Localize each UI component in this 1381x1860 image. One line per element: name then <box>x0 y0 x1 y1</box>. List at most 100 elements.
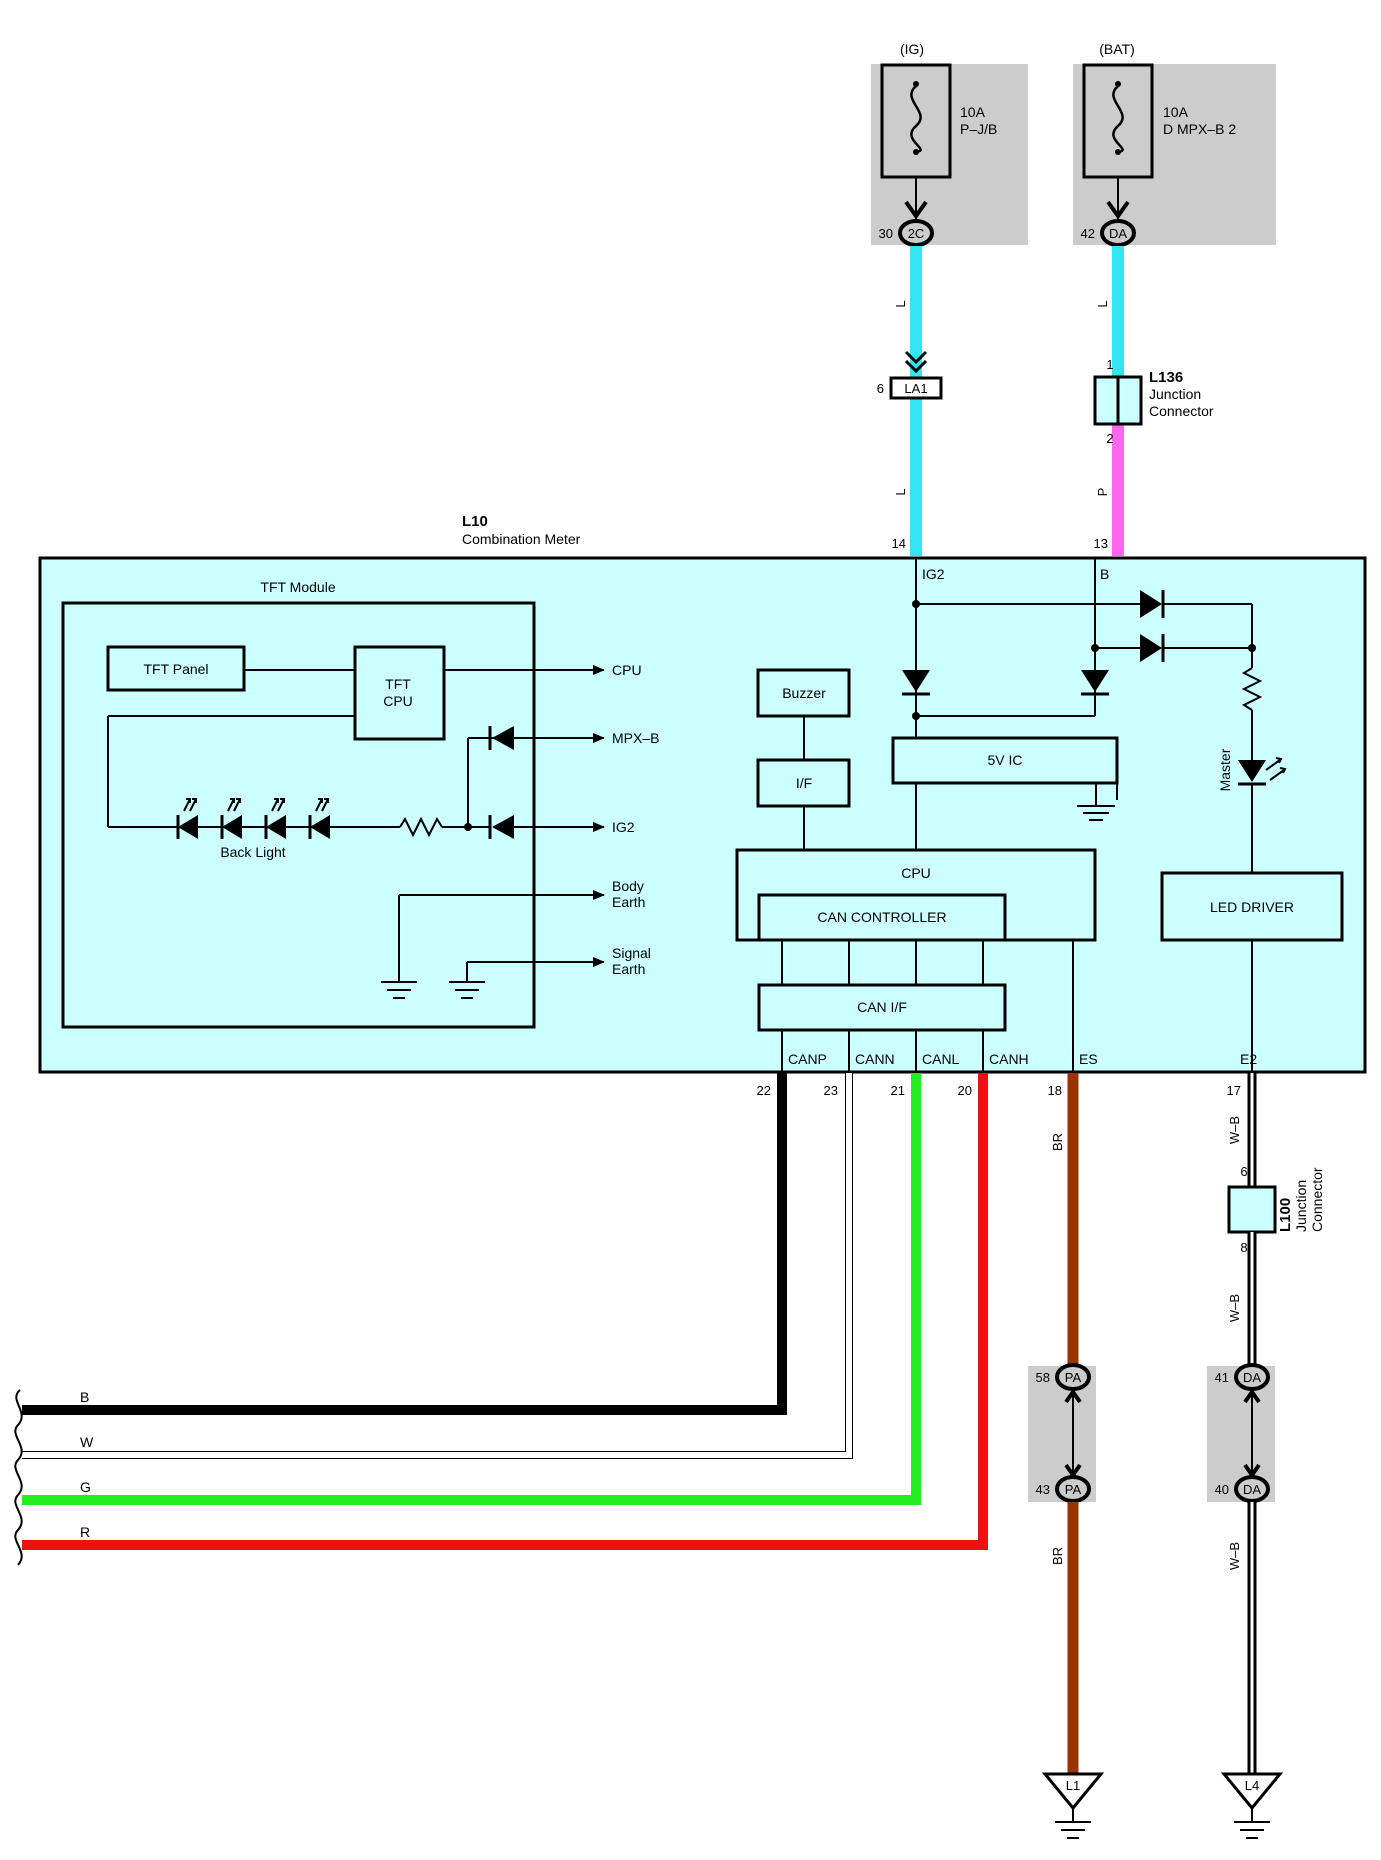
wire-code-br-2: BR <box>1050 1547 1065 1565</box>
wire-code-br-1: BR <box>1050 1133 1065 1151</box>
tft-module <box>61 601 536 1029</box>
body-earth-1: Body <box>612 878 644 894</box>
pin-58: 58 <box>1036 1370 1050 1385</box>
pin-41: 41 <box>1215 1370 1229 1385</box>
connector-la1-label: LA1 <box>904 381 927 396</box>
wire-code-b: B <box>80 1389 89 1405</box>
fuse-ig-symbol <box>910 85 922 154</box>
ground-l1-icon <box>1041 1772 1105 1811</box>
pin-l136-1: 1 <box>1106 357 1113 372</box>
wire-code-l-3: L <box>1095 300 1110 307</box>
pin-21: 21 <box>891 1083 905 1098</box>
connector-da-top <box>1100 219 1136 247</box>
tft-panel-label: TFT Panel <box>143 661 208 677</box>
connector-la1 <box>889 376 943 400</box>
led-2 <box>220 798 242 839</box>
l100-id: L100 <box>1277 1198 1294 1232</box>
fuse-bat-rating: 10A <box>1163 104 1189 120</box>
can-controller <box>757 893 1007 942</box>
fuse-box-bat <box>1073 64 1276 245</box>
connector-da-40 <box>1234 1475 1270 1503</box>
body-earth-ground-icon <box>381 981 417 999</box>
wire-w-outline <box>22 1073 853 1459</box>
meter-name: Combination Meter <box>462 531 581 547</box>
wire-break-icon <box>14 1389 23 1566</box>
wire-ig: L L LA1 6 <box>877 246 943 556</box>
led-1 <box>176 798 198 839</box>
led-3 <box>264 798 286 839</box>
pin-30: 30 <box>879 226 893 241</box>
back-light-label: Back Light <box>220 844 285 860</box>
fuse-bat-symbol <box>1112 85 1124 154</box>
fuse-ig-rating: 10A <box>960 104 986 120</box>
terminal-canl: CANL <box>922 1051 960 1067</box>
diode-top-2 <box>1140 634 1162 662</box>
pin-14: 14 <box>892 536 906 551</box>
diode-ig2-rail <box>902 670 930 692</box>
signal-earth-ground-icon <box>449 981 485 999</box>
if-label: I/F <box>796 775 812 791</box>
wire-bat: L P 1 2 L136 Junction Connector <box>1093 246 1214 556</box>
ic-5v <box>891 736 1119 785</box>
terminal-cann: CANN <box>855 1051 895 1067</box>
tft-module-label: TFT Module <box>260 579 335 595</box>
wire-w <box>22 1073 852 1458</box>
pin-43: 43 <box>1036 1482 1050 1497</box>
main-cpu-label: CPU <box>901 865 931 881</box>
terminal-canp: CANP <box>788 1051 827 1067</box>
wire-code-wb-1: W–B <box>1227 1116 1242 1144</box>
wire-code-l-2: L <box>893 488 908 495</box>
wire-g <box>22 1073 921 1505</box>
connector-da-label: DA <box>1109 226 1127 241</box>
can-if-label: CAN I/F <box>857 999 907 1015</box>
pin-18: 18 <box>1048 1083 1062 1098</box>
wire-es: 18 BR PA 58 PA 43 BR L1 <box>1028 1073 1105 1839</box>
pin-20: 20 <box>958 1083 972 1098</box>
terminal-b: B <box>1100 566 1109 582</box>
master-label: Master <box>1217 748 1233 791</box>
terminal-e2: E2 <box>1240 1051 1257 1067</box>
terminal-ig2: IG2 <box>922 566 945 582</box>
l136-desc1: Junction <box>1149 386 1201 402</box>
signal-earth-2: Earth <box>612 961 645 977</box>
tft-cpu-label-2: CPU <box>383 693 413 709</box>
l136-desc2: Connector <box>1149 403 1214 419</box>
tft-panel <box>106 645 246 692</box>
pin-40: 40 <box>1215 1482 1229 1497</box>
diode-mpxb <box>492 726 514 750</box>
resistor-backlight <box>399 816 443 838</box>
terminal-es: ES <box>1079 1051 1098 1067</box>
diode-b-rail <box>1081 670 1109 692</box>
wire-e2: 17 W–B 6 8 L100 Junction Connector W–B D… <box>1207 1073 1325 1839</box>
connector-2c-label: 2C <box>908 226 925 241</box>
connector-da-40-label: DA <box>1243 1482 1261 1497</box>
meter-body <box>38 556 1367 1074</box>
wire-b <box>22 1073 787 1415</box>
resistor-master <box>1241 667 1263 711</box>
tft-cpu <box>353 645 446 741</box>
pin-22: 22 <box>757 1083 771 1098</box>
fuse-ig: (IG) 10A P–J/B 2C 30 <box>871 41 1028 247</box>
wire-code-p: P <box>1095 488 1110 497</box>
connector-pa-bottom-label: PA <box>1065 1482 1082 1497</box>
fuse-ig-name: P–J/B <box>960 121 997 137</box>
wire-code-w: W <box>80 1434 94 1450</box>
buzzer-label: Buzzer <box>782 685 826 701</box>
wire-code-wb-3: W–B <box>1227 1542 1242 1570</box>
wire-code-g: G <box>80 1479 91 1495</box>
tft-cpu-label-1: TFT <box>385 676 411 692</box>
pin-13: 13 <box>1094 536 1108 551</box>
connector-2c <box>898 219 934 247</box>
pin-23: 23 <box>824 1083 838 1098</box>
ic-5v-label: 5V IC <box>987 752 1022 768</box>
can-wires: 22 23 21 20 B W G R <box>14 1073 988 1566</box>
pin-l136-2: 2 <box>1106 431 1113 446</box>
pin-42: 42 <box>1081 226 1095 241</box>
l100-desc1: Junction <box>1293 1180 1309 1232</box>
led-master-icon <box>1238 760 1266 782</box>
connector-pa-top-label: PA <box>1065 1370 1082 1385</box>
body-earth-2: Earth <box>612 894 645 910</box>
diode-ig2 <box>492 815 514 839</box>
connector-da-41-label: DA <box>1243 1370 1261 1385</box>
